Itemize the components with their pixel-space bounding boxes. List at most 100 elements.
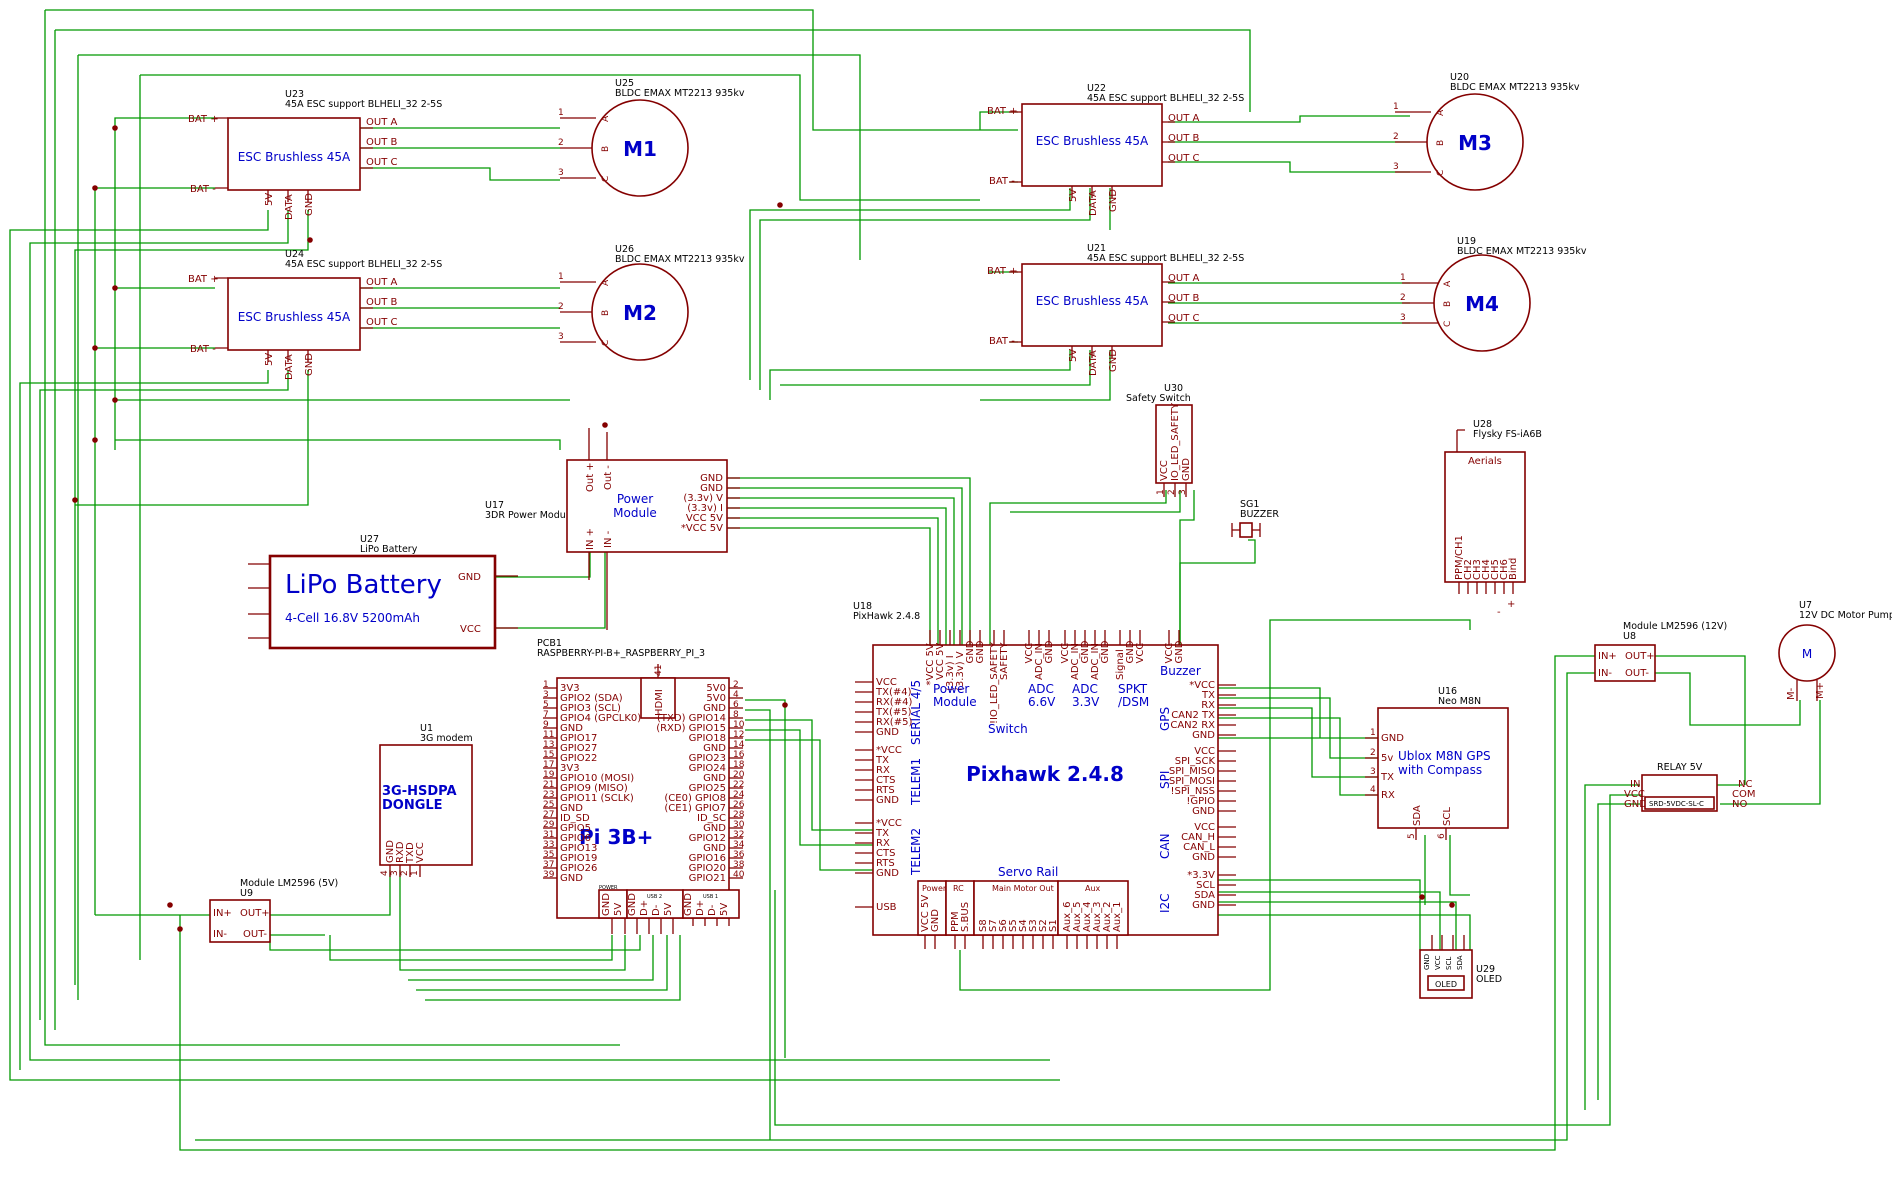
esc-out-a: OUT A (1168, 273, 1199, 284)
pixhawk-bottom-pin: VCC 5V (920, 895, 931, 932)
pixhawk-top-pin: VCC (1024, 643, 1035, 664)
gps-n6: 6 (1437, 833, 1447, 839)
pi-left-pin-num: 33 (543, 840, 554, 850)
relay-vcc: VCC (1624, 789, 1645, 800)
raspberry-pi-pcb1: PCB1 RASPBERRY-PI-B+_RASPBERRY_PI_3 41 H… (537, 638, 745, 934)
gps-num: 3 (1370, 767, 1376, 777)
battery-body (268, 554, 497, 650)
pi-left-pin-num: 25 (543, 800, 554, 810)
pi-power-label: POWER (599, 885, 618, 891)
flysky-aerials: Aerials (1468, 456, 1502, 467)
esc-out-b: OUT B (1168, 133, 1199, 144)
pi-left-pin: GND (560, 873, 583, 884)
pm-subtitle: 3DR Power Module (485, 510, 574, 521)
pi-left-pin: GPIO3 (SCL) (560, 703, 621, 714)
pi-bottom-pin: D- (651, 904, 662, 916)
esc-bat-neg: BAT - (190, 344, 216, 355)
modem-subtitle: 3G modem (420, 733, 473, 744)
gps-title-1: Ublox M8N GPS (1398, 749, 1491, 763)
esc-out-c: OUT C (366, 317, 397, 328)
gps-pin: 5v (1381, 753, 1393, 764)
esc-data: DATA (284, 194, 295, 220)
pm-title-2: Module (613, 506, 657, 520)
motor-b: B (1443, 301, 1453, 307)
pump-u7: U7 12V DC Motor Pump M M- M+ (1778, 600, 1892, 701)
pi-right-pin: (CE0) GPIO8 (664, 793, 726, 804)
motor-m4: U19 BLDC EMAX MT2213 935kv M4 1 2 3 A B … (1400, 236, 1587, 352)
pi-hdmi-num: 41 (654, 665, 664, 676)
motor-ref: U25 (615, 78, 634, 89)
pixhawk-right-pin: VCC (1194, 746, 1215, 757)
pi-usb1-box (682, 889, 740, 919)
pixhawk-top-pin: VCC (1060, 643, 1071, 664)
esc-u23: U23 45A ESC support BLHELI_32 2-5S ESC B… (188, 89, 442, 220)
lm5-body (209, 899, 271, 943)
pi-left-pin-num: 29 (543, 820, 555, 830)
pixhawk-right-pin: GND (1192, 730, 1215, 741)
pixhawk-switch: Switch (988, 722, 1028, 736)
pi-left-pin: ID_SD (560, 813, 590, 824)
pixhawk-bottom-pin: S7 (988, 919, 999, 932)
battery-gnd: GND (458, 572, 481, 583)
pixhawk-top-pin: GND (1080, 640, 1091, 663)
pi-left-pin-num: 31 (543, 830, 554, 840)
gps-scl: SCL (1442, 807, 1453, 826)
pixhawk-top-pin: ADC_IN (1034, 643, 1045, 680)
pixhawk-left-pin: GND (876, 727, 899, 738)
pi-right-pin-num: 10 (733, 720, 745, 730)
pixhawk-right-pin: RX (1201, 700, 1215, 711)
motor-c: C (601, 176, 611, 182)
pixhawk-right-pin: !GPIO (1186, 796, 1215, 807)
lm12-subtitle: Module LM2596 (12V) (1623, 621, 1727, 632)
pm-body (566, 459, 728, 553)
junctions (72, 125, 1455, 932)
pi-right-pin: (CE1) GPIO7 (664, 803, 726, 814)
pi-right-pin: GPIO23 (689, 753, 726, 764)
relay-5v: RELAY 5V IN VCC GND NC COM NO SRD-5VDC-S… (1624, 762, 1755, 812)
esc-subtitle: 45A ESC support BLHELI_32 2-5S (285, 259, 442, 270)
esc-gnd: GND (304, 193, 315, 216)
modem-num: 3 (390, 870, 400, 876)
safety-num: 3 (1178, 489, 1188, 495)
pi-left-pin: 3V3 (560, 683, 580, 694)
lm2596-12v-u8: Module LM2596 (12V) U8 IN+ IN- OUT+ OUT- (1594, 621, 1727, 682)
esc-body (227, 277, 361, 351)
pi-hdmi: HDMI (654, 689, 665, 716)
battery-ref: U27 (360, 534, 379, 545)
motor-m2: U26 BLDC EMAX MT2213 935kv M2 1 2 3 A B … (558, 244, 745, 361)
esc-ref: U24 (285, 249, 304, 260)
flysky-pin: Bind (1508, 558, 1519, 580)
safety-pin: IO_LED_SAFETY (1170, 402, 1181, 481)
modem-title-1: 3G-HSDPA (382, 784, 457, 799)
gps-pin: GND (1381, 733, 1404, 744)
gps-ref: U16 (1438, 686, 1457, 697)
pixhawk-can-label: CAN (1158, 833, 1172, 859)
motor-pin2: 2 (1393, 132, 1399, 142)
pi-left-pin: GPIO2 (SDA) (560, 693, 623, 704)
esc-u22: U22 45A ESC support BLHELI_32 2-5S ESC B… (987, 83, 1244, 216)
pixhawk-adc66: ADC (1028, 682, 1054, 696)
pixhawk-u18: U18 PixHawk 2.4.8 Pixhawk 2.4.8 SERIAL 4… (853, 601, 1236, 949)
pi-right-pin: 5V0 (706, 693, 726, 704)
pi-left-pin-num: 35 (543, 850, 554, 860)
pi-right-pin-num: 36 (733, 850, 745, 860)
flysky-minus: - (1497, 607, 1501, 618)
motor-m3: U20 BLDC EMAX MT2213 935kv M3 1 2 3 A B … (1393, 72, 1580, 191)
esc-u21: U21 45A ESC support BLHELI_32 2-5S ESC B… (987, 243, 1244, 376)
pixhawk-top-pin: SAFETY (999, 641, 1010, 680)
pi-right-pin-num: 24 (733, 790, 745, 800)
motor-pin1: 1 (558, 108, 564, 118)
motor-name: M4 (1465, 292, 1499, 316)
pi-left-pin: GPIO17 (560, 733, 597, 744)
motor-name: M1 (623, 137, 657, 161)
pm-pin: *VCC 5V (681, 523, 723, 534)
battery-title: LiPo Battery (285, 570, 442, 600)
pixhawk-bottom-pin: S6 (998, 919, 1009, 932)
motor-ref: U20 (1450, 72, 1469, 83)
pm-pin: VCC 5V (686, 513, 723, 524)
esc-gnd: GND (1108, 189, 1119, 212)
pi-right-pin-num: 32 (733, 830, 744, 840)
pixhawk-bottom-pin: S5 (1008, 919, 1019, 932)
pixhawk-serial45: SERIAL 4/5 (909, 680, 923, 745)
